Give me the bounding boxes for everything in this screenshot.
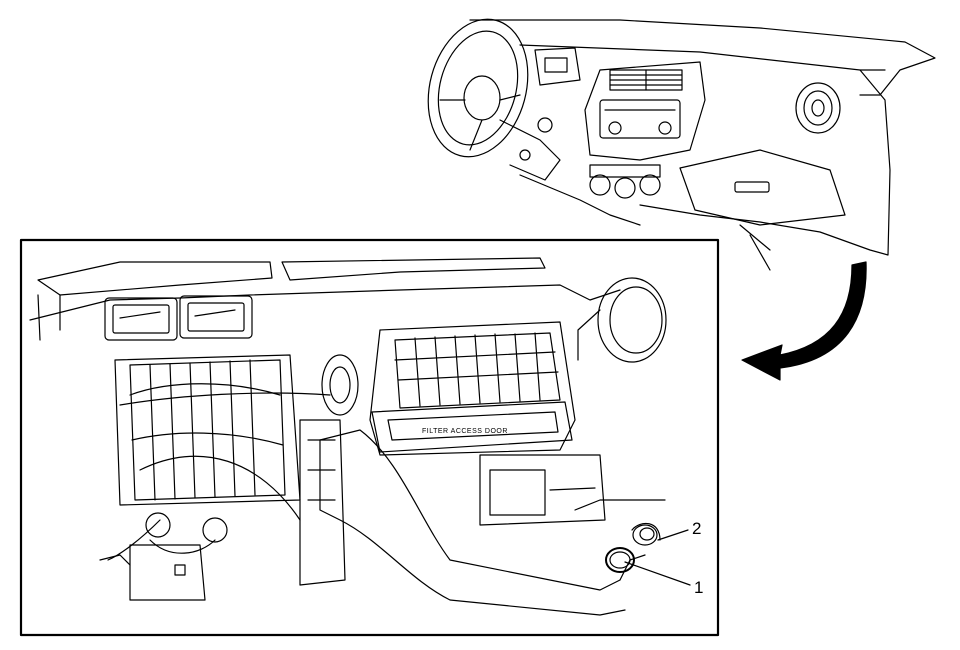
dash-beam-right [281, 257, 546, 281]
connector [145, 512, 171, 538]
dash-right-panel [639, 69, 891, 256]
blower-motor [321, 354, 359, 416]
dash-top-edge [469, 19, 936, 96]
dash-beam-left [37, 261, 273, 296]
lower-bracket [129, 544, 206, 601]
wiring-harness [107, 392, 331, 561]
filter-door-label: FILTER ACCESS DOOR [422, 428, 508, 435]
support-bracket [299, 419, 346, 586]
radio-unit [599, 99, 681, 139]
grommet [605, 547, 635, 573]
blower-housing [369, 321, 576, 456]
right-air-vent [795, 82, 841, 134]
glove-box [679, 149, 846, 226]
leader-line-top [574, 499, 666, 511]
direction-arrow [741, 261, 867, 381]
glove-box-handle [734, 181, 770, 193]
lower-housing [479, 454, 606, 526]
dashboard-overview [427, 18, 936, 271]
steering-column [499, 119, 561, 181]
floor-duct [319, 429, 646, 616]
callout-2: 2 [692, 519, 701, 538]
callout-1: 1 [694, 578, 703, 597]
filter-access-door: FILTER ACCESS DOOR [371, 401, 573, 453]
arrow-body [741, 261, 867, 381]
heater-core-housing [114, 354, 301, 506]
duct-hole [631, 522, 661, 546]
climate-knob [589, 174, 611, 196]
leader-line-2 [657, 529, 689, 541]
dash-lower-edge [519, 44, 886, 71]
hvac-detail-view: FILTER ACCESS DOOR [29, 257, 691, 616]
dash-cross-section [29, 284, 621, 321]
center-stack [584, 61, 706, 161]
round-duct-outlet [577, 277, 667, 363]
leader-line-1 [624, 561, 691, 586]
steering-hub [463, 75, 501, 121]
detail-frame [19, 238, 720, 637]
instrument-cluster [534, 47, 581, 86]
left-air-vents [104, 295, 253, 341]
steering-wheel [427, 18, 529, 158]
